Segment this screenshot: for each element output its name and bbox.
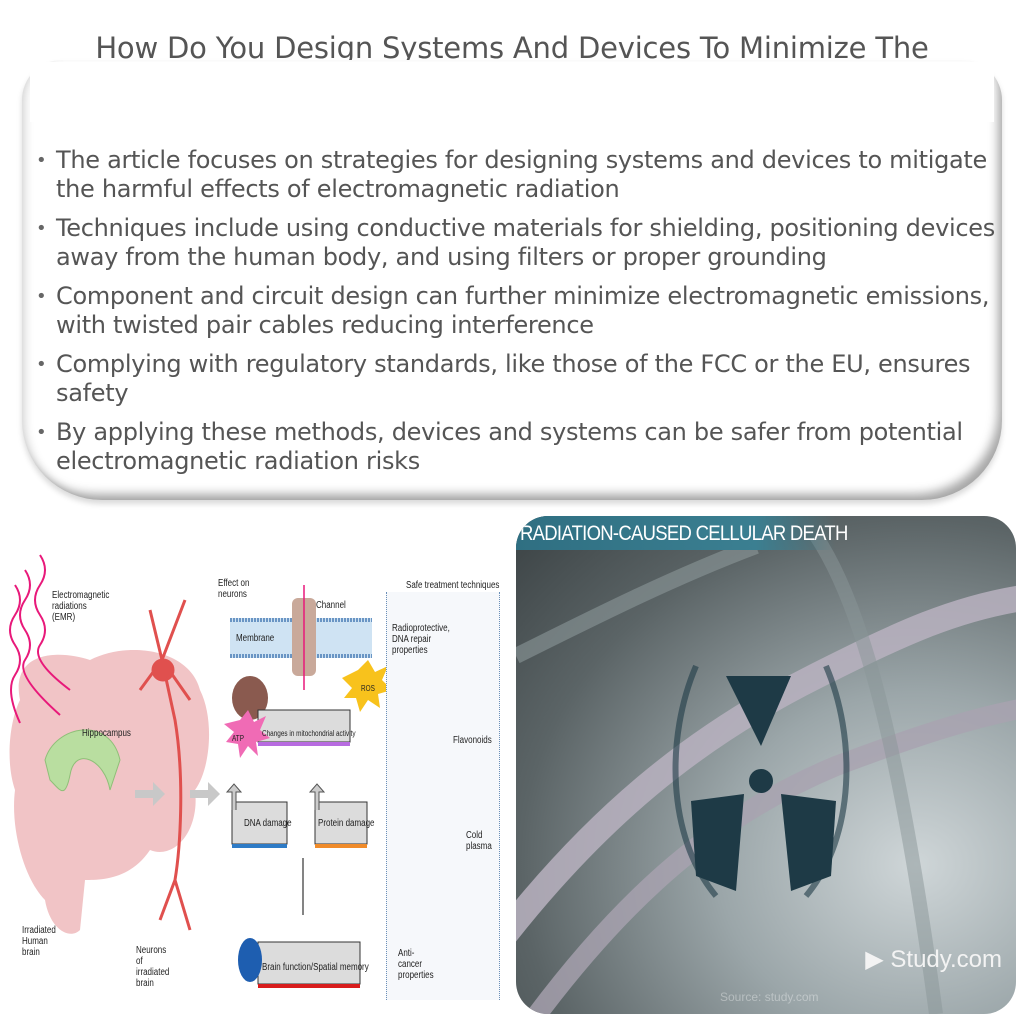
hippocampus-icon bbox=[44, 729, 121, 792]
arrow-up-icon bbox=[308, 783, 326, 810]
brain-icon bbox=[9, 650, 210, 934]
effect-on-neurons-label: Effect on neurons bbox=[218, 578, 250, 600]
bullet-item: The article focuses on strategies for de… bbox=[36, 146, 1006, 204]
arrow-up-icon bbox=[225, 783, 243, 810]
banner-title: RADIATION-CAUSED CELLULAR DEATH bbox=[520, 522, 848, 545]
study-logo: ▶ Study.com bbox=[865, 946, 1002, 973]
bullet-item: By applying these methods, devices and s… bbox=[36, 418, 1006, 476]
head-icon bbox=[238, 938, 262, 982]
safe-treatment-label: Safe treatment techniques bbox=[406, 580, 500, 591]
diagram-graphics bbox=[9, 554, 482, 988]
summary-bullet-list: The article focuses on strategies for de… bbox=[36, 146, 1006, 486]
radiation-cellular-death-image: RADIATION-CAUSED CELLULAR DEATH ▶ Study.… bbox=[516, 516, 1016, 1014]
cold-plasma-label: Cold plasma bbox=[466, 830, 492, 852]
bullet-item: Complying with regulatory standards, lik… bbox=[36, 350, 1006, 408]
ros-burst-icon bbox=[342, 660, 392, 712]
emr-label: Electromagnetic radiations (EMR) bbox=[52, 590, 110, 623]
dna-radiation-graphic bbox=[516, 532, 1016, 1014]
radioprotective-label: Radioprotective, DNA repair properties bbox=[392, 623, 450, 656]
channel-label: Channel bbox=[316, 600, 346, 611]
arrow-right-icon bbox=[190, 782, 220, 806]
hippocampus-label: Hippocampus bbox=[82, 728, 131, 739]
emr-effects-diagram: Electromagnetic radiations (EMR) Hippoca… bbox=[0, 520, 512, 1020]
brain-function-label: Brain function/Spatial memory bbox=[262, 962, 369, 973]
neurons-label: Neurons of irradiated brain bbox=[136, 945, 170, 989]
card-top-mask bbox=[30, 62, 994, 122]
atp-burst-icon bbox=[224, 710, 270, 758]
dna-strand-icon bbox=[516, 585, 1016, 942]
arrow-right-icon bbox=[135, 782, 165, 806]
mito-box bbox=[257, 709, 351, 743]
irradiated-brain-label: Irradiated Human brain bbox=[22, 925, 56, 958]
emr-wave-icon bbox=[9, 554, 71, 724]
ros-label: ROS bbox=[361, 684, 375, 693]
bullet-item: Techniques include using conductive mate… bbox=[36, 214, 1006, 272]
title-line-1: How Do You Design Systems And Devices To… bbox=[95, 31, 929, 65]
flavonoids-label: Flavonoids bbox=[453, 735, 492, 746]
dna-damage-label: DNA damage bbox=[244, 818, 292, 829]
atp-label: ATP bbox=[232, 734, 244, 743]
play-circle-icon: ▶ bbox=[865, 946, 884, 973]
banner bbox=[516, 516, 836, 550]
safe-treatment-panel bbox=[386, 592, 500, 1000]
mitochondria-icon bbox=[232, 676, 268, 720]
neuron-icon bbox=[138, 599, 192, 931]
membrane-label: Membrane bbox=[236, 633, 275, 644]
bullet-item: Component and circuit design can further… bbox=[36, 282, 1006, 340]
mito-activity-label: Changes in mitochondrial activity bbox=[262, 729, 356, 738]
source-watermark: Source: study.com bbox=[720, 990, 819, 1004]
anticancer-label: Anti-cancer properties bbox=[398, 948, 434, 981]
protein-damage-label: Protein damage bbox=[318, 818, 375, 829]
